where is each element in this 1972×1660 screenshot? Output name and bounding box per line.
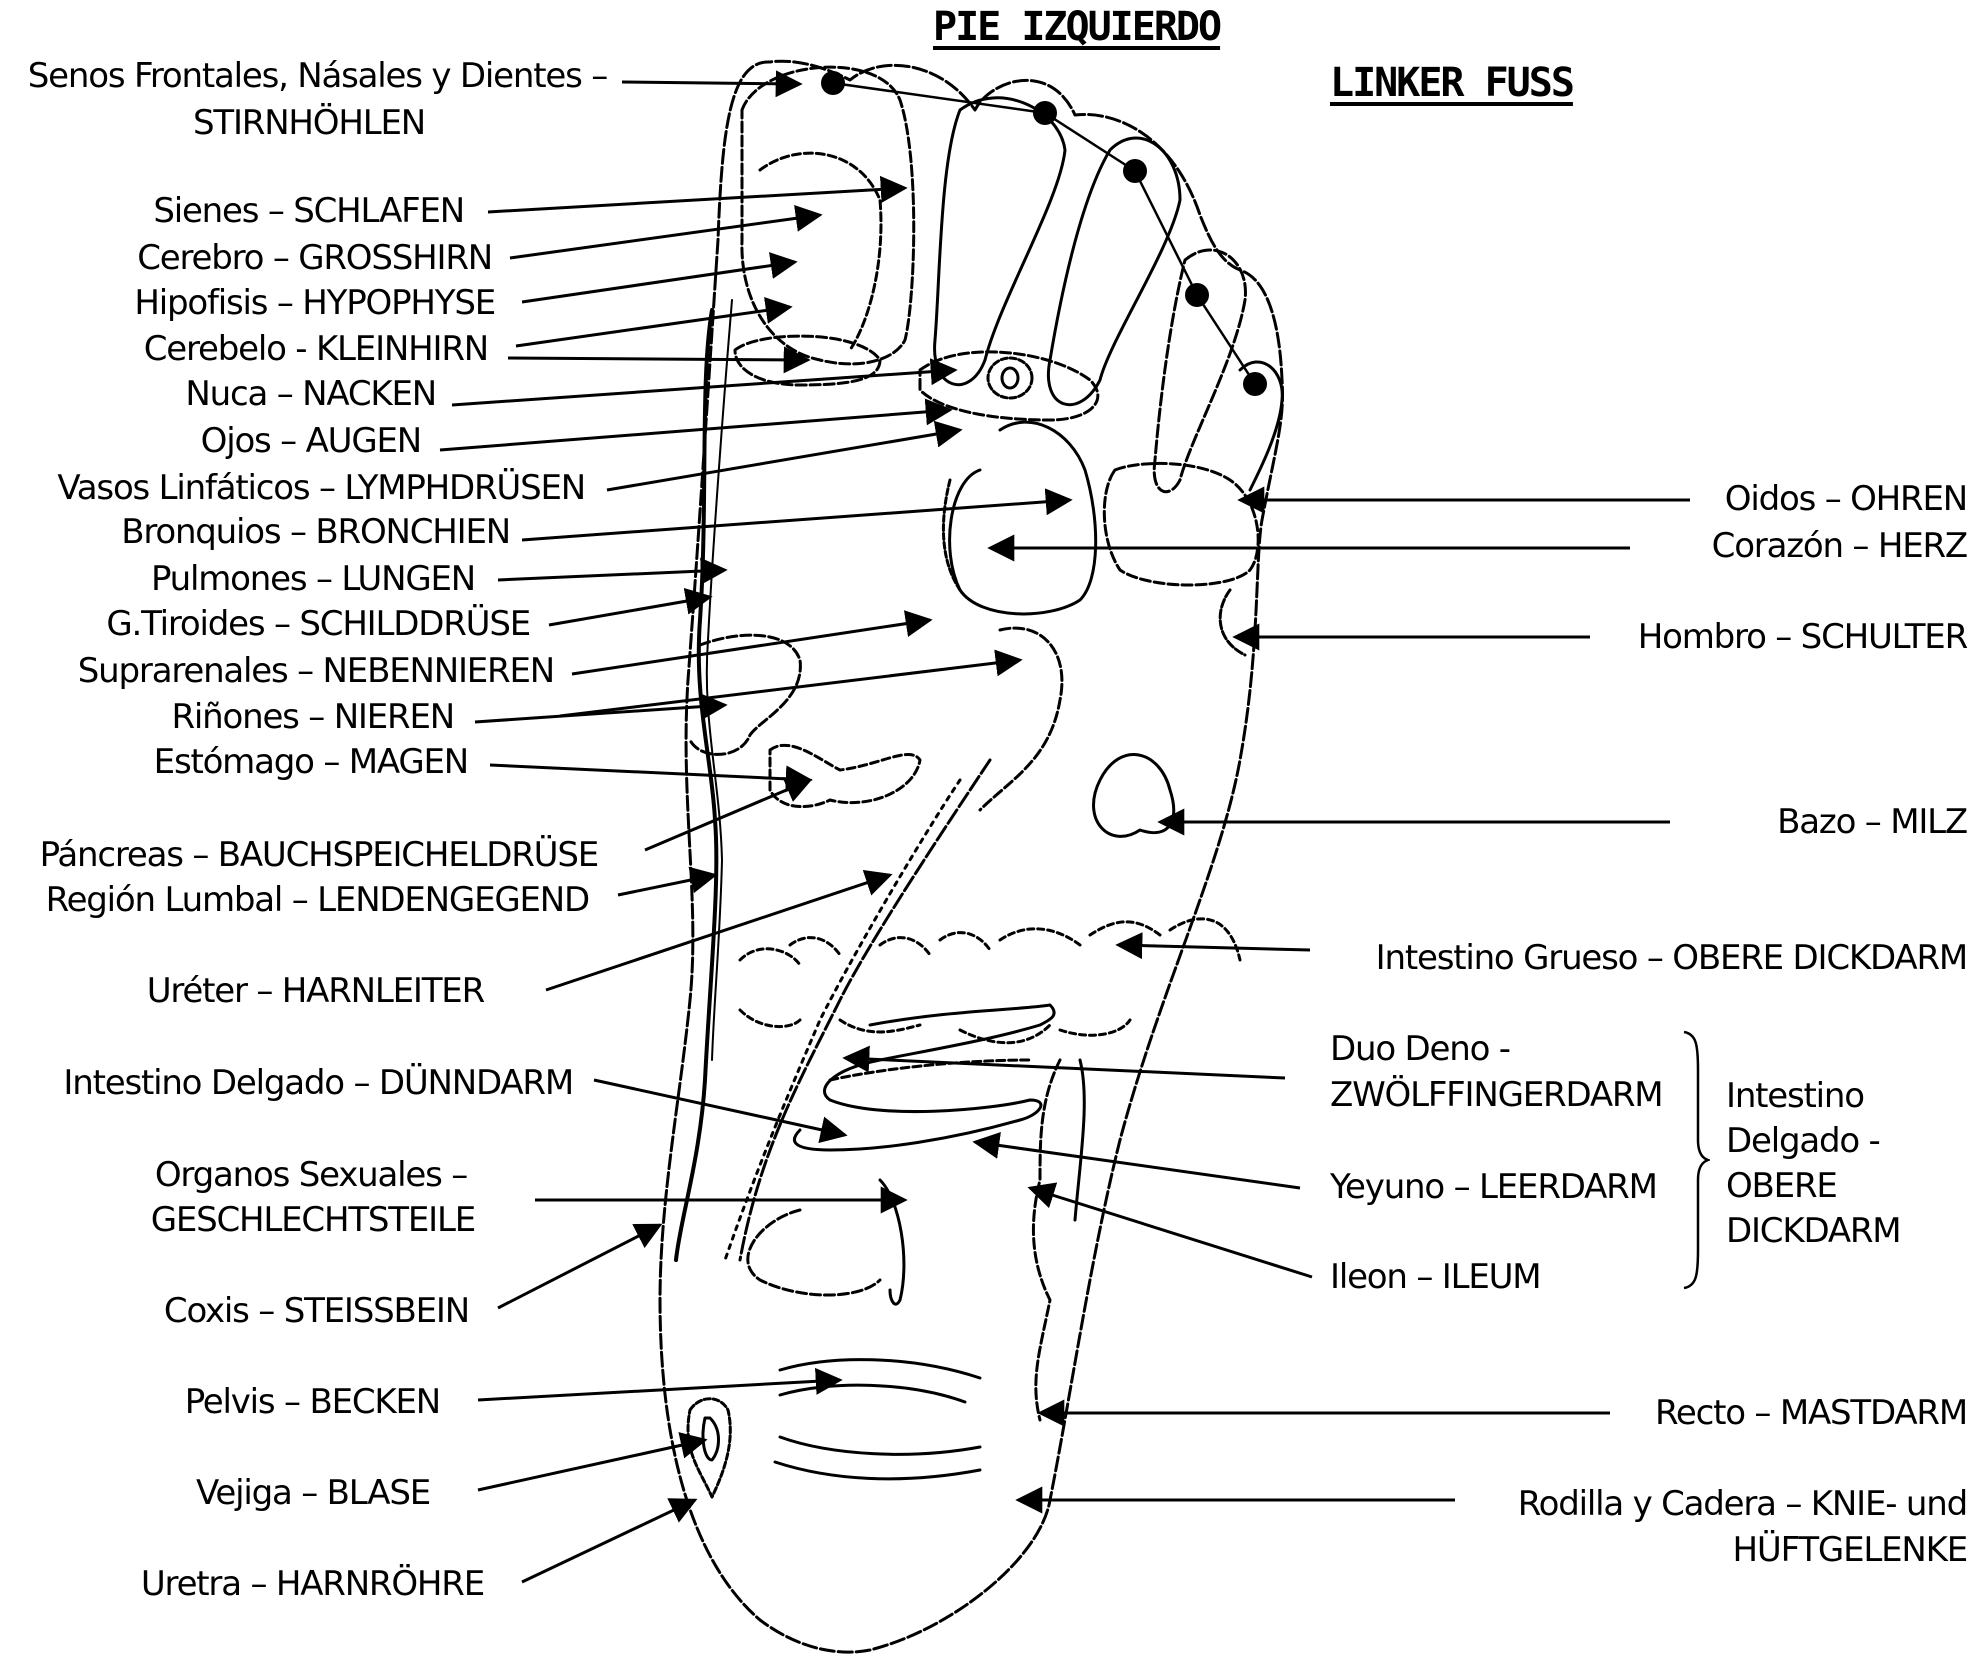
- leader-arrow: [521, 252, 798, 304]
- label-bazo: Bazo – MILZ: [1777, 802, 1968, 842]
- leader-arrow: [972, 1132, 1301, 1190]
- label-cerebelo: Cerebelo - KLEINHIRN: [143, 329, 489, 369]
- label-coxis: Coxis – STEISSBEIN: [163, 1291, 470, 1331]
- title-german: LINKER FUSS: [1330, 60, 1575, 106]
- leader-arrow: [509, 204, 823, 260]
- label-recto: Recto – MASTDARM: [1654, 1393, 1968, 1433]
- label-tiroides: G.Tiroides – SCHILDDRÜSE: [106, 604, 531, 644]
- leader-arrow: [477, 1367, 843, 1402]
- label-cerebro: Cerebro – GROSSHIRN: [137, 238, 493, 278]
- leader-arrow: [521, 1498, 698, 1584]
- leader-arrow: [548, 587, 713, 627]
- big-toe: [740, 65, 916, 366]
- label-pancreas: Páncreas – BAUCHSPEICHELDRÜSE: [39, 835, 600, 875]
- leader-arrow: [497, 1223, 663, 1310]
- leader-arrow: [507, 346, 811, 374]
- toe-5: [1238, 360, 1284, 492]
- sinus-dot: [821, 71, 845, 95]
- leader-arrow: [545, 869, 893, 992]
- bladder: [686, 1397, 732, 1499]
- leader-arrow: [593, 1078, 848, 1143]
- label-hipofisis: Hipofisis – HYPOPHYSE: [134, 283, 496, 323]
- leader-arrow: [451, 358, 958, 407]
- label-senos-de: STIRNHÖHLEN: [193, 103, 426, 143]
- toe-2: [933, 96, 1067, 387]
- sinus-dot: [1123, 159, 1147, 183]
- label-oidos: Oidos – OHREN: [1724, 479, 1968, 519]
- label-suprarenales: Suprarenales – NEBENNIEREN: [77, 651, 555, 691]
- eye-zone: [918, 350, 1100, 422]
- label-senos: Senos Frontales, Násales y Dientes –: [27, 56, 608, 96]
- small-intestine: [792, 1003, 1056, 1152]
- leader-arrow: [487, 175, 908, 214]
- label-intestino-delgado: Intestino Delgado – DÜNNDARM: [63, 1063, 574, 1103]
- stomach: [768, 743, 922, 809]
- leader-arrow: [439, 398, 953, 452]
- label-vasos-linfaticos: Vasos Linfáticos – LYMPHDRÜSEN: [57, 468, 586, 508]
- curly-bracket: [1683, 1030, 1710, 1290]
- label-rodilla-cadera: Rodilla y Cadera – KNIE- und: [1517, 1484, 1968, 1524]
- foot-outline: [658, 59, 1284, 1654]
- label-ileon: Ileon – ILEUM: [1330, 1257, 1542, 1297]
- label-pelvis: Pelvis – BECKEN: [184, 1382, 442, 1422]
- large-intestine: [738, 917, 1242, 967]
- label-organos-sexuales: Organos Sexuales –: [154, 1155, 468, 1195]
- sinus-dot: [1033, 101, 1057, 125]
- label-uretra: Uretra – HARNRÖHRE: [140, 1564, 485, 1604]
- leader-arrow: [1027, 1182, 1313, 1279]
- leader-arrow: [521, 488, 1073, 542]
- sinus-dot: [1243, 372, 1267, 396]
- label-sienes: Sienes – SCHLAFEN: [153, 191, 465, 231]
- leader-arrow: [842, 1045, 1286, 1080]
- toe-4: [1152, 248, 1247, 493]
- label-hombro: Hombro – SCHULTER: [1637, 617, 1968, 657]
- label-ojos: Ojos – AUGEN: [200, 421, 423, 461]
- label-vejiga: Vejiga – BLASE: [195, 1473, 431, 1513]
- leader-arrow: [617, 866, 718, 897]
- label-duodeno-de: ZWÖLFFINGERDARM: [1330, 1075, 1664, 1115]
- label-region-lumbal: Región Lumbal – LENDENGEGEND: [45, 880, 591, 920]
- label-organos-sexuales-de: GESCHLECHTSTEILE: [150, 1200, 477, 1240]
- label-corazon: Corazón – HERZ: [1711, 526, 1969, 566]
- leader-arrow: [559, 649, 1023, 718]
- spine-line: [674, 308, 719, 1262]
- title-spanish: PIE IZQUIERDO: [933, 4, 1222, 50]
- leader-arrow: [621, 70, 803, 98]
- leader-arrow: [497, 557, 728, 585]
- label-rinones: Riñones – NIEREN: [171, 697, 455, 737]
- leader-arrow: [644, 777, 813, 852]
- leader-arrow: [474, 693, 728, 724]
- spleen: [1092, 753, 1176, 838]
- label-duodeno: Duo Deno -: [1330, 1029, 1511, 1069]
- sinus-chain-line: [831, 81, 1257, 386]
- toe-3: [1047, 136, 1182, 407]
- leader-arrow: [606, 420, 963, 492]
- label-pulmones: Pulmones – LUNGEN: [150, 559, 476, 599]
- leader-arrow: [477, 1432, 708, 1492]
- leader-arrow: [489, 763, 813, 793]
- label-bronquios: Bronquios – BRONCHIEN: [121, 512, 511, 552]
- leader-arrow: [1115, 932, 1311, 960]
- label-ureter: Uréter – HARNLEITER: [146, 971, 485, 1011]
- label-yeyuno: Yeyuno – LEERDARM: [1330, 1167, 1658, 1207]
- sinus-dot: [1185, 283, 1209, 307]
- label-estomago: Estómago – MAGEN: [153, 742, 470, 782]
- pelvis-arc: [778, 1358, 982, 1380]
- label-nuca: Nuca – NACKEN: [185, 374, 437, 414]
- leader-arrow: [515, 297, 793, 348]
- label-intestino-grueso: Intestino Grueso – OBERE DICKDARM: [1375, 938, 1969, 978]
- bracket-label: Intestino Delgado - OBERE DICKDARM: [1726, 1076, 1902, 1251]
- label-rodilla-cadera-de: HÜFTGELENKE: [1732, 1530, 1969, 1570]
- leader-arrow: [571, 610, 933, 676]
